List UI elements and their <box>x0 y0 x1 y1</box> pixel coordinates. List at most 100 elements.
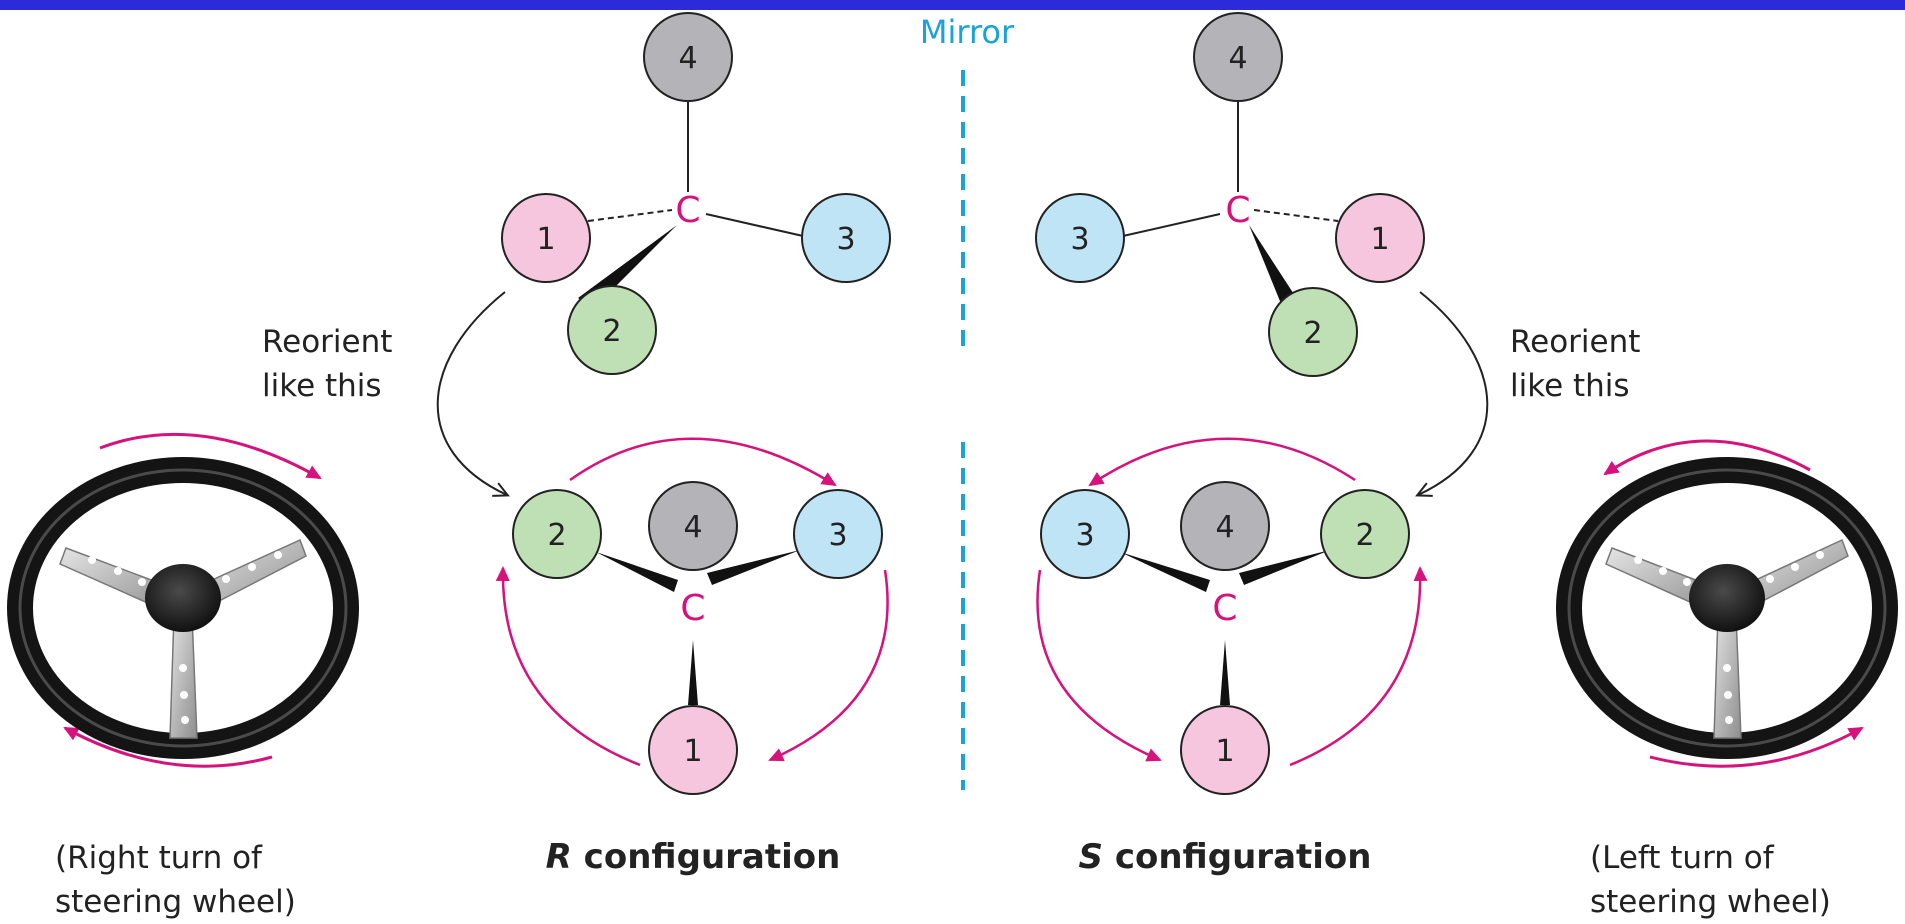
right-wheel-caption-line1: (Left turn of <box>1590 840 1775 876</box>
atom-1 <box>1180 705 1270 795</box>
atom-4-label: 4 <box>683 510 702 545</box>
wedge-bond-2 <box>1239 550 1330 585</box>
atom-4-label: 4 <box>1215 510 1234 545</box>
reorient-label-left-line2: like this <box>262 368 382 404</box>
atom-1-label: 1 <box>1215 734 1234 769</box>
rotation-arrow-top <box>1603 439 1811 476</box>
atom-3-label: 3 <box>1075 518 1094 553</box>
s-configuration-molecule: 4 3 2 1 C <box>1036 437 1428 795</box>
spoke-hole <box>181 716 189 724</box>
left-top-molecule: 4 1 3 2 C <box>501 12 891 375</box>
atom-2-label: 2 <box>1303 316 1322 351</box>
bond-3 <box>1122 213 1221 237</box>
atom-4 <box>648 481 738 571</box>
spoke-hole <box>1724 691 1732 699</box>
spoke-hole <box>1659 567 1667 575</box>
atom-4 <box>1180 481 1270 571</box>
wedge-bond-3 <box>707 550 800 585</box>
right-top-molecule: 4 3 1 2 C <box>1035 12 1425 377</box>
spoke-hole <box>1634 556 1642 564</box>
atom-2-label: 2 <box>547 518 566 553</box>
spoke-hole <box>138 578 146 586</box>
wedge-bond-2 <box>1249 225 1299 311</box>
right-wheel-caption-line2: steering wheel) <box>1590 884 1831 920</box>
spoke-hole <box>88 556 96 564</box>
center-carbon: C <box>1225 190 1250 231</box>
reorient-label-left-line1: Reorient <box>262 324 392 360</box>
bond-3 <box>705 213 804 237</box>
wheel-hub <box>1689 564 1765 632</box>
rotation-arrow-top <box>569 437 837 487</box>
rotation-arrow-bottom <box>63 726 273 768</box>
steering-wheel-left <box>7 432 359 768</box>
center-carbon: C <box>1212 588 1237 629</box>
atom-4 <box>643 12 733 102</box>
atom-1 <box>501 193 591 283</box>
center-carbon: C <box>680 588 705 629</box>
reorient-arrow-left <box>436 291 510 497</box>
r-letter: R <box>546 837 572 877</box>
mirror-label: Mirror <box>920 13 1015 51</box>
s-configuration-label: S configuration <box>1079 837 1372 877</box>
rotation-arrow-right <box>768 569 889 762</box>
spoke-hole <box>1816 551 1824 559</box>
center-carbon: C <box>675 190 700 231</box>
spoke-hole <box>179 664 187 672</box>
wheel-rim-highlight <box>18 468 348 748</box>
wedge-bond-3 <box>1120 552 1210 592</box>
atom-1 <box>1335 193 1425 283</box>
spoke-hole <box>1723 664 1731 672</box>
rotation-arrow-top <box>1088 437 1356 487</box>
s-config-suffix: configuration <box>1103 837 1371 877</box>
dashed-bond-1 <box>587 209 673 222</box>
atom-3 <box>793 489 883 579</box>
atom-2-label: 2 <box>1355 518 1374 553</box>
spoke-hole <box>1766 575 1774 583</box>
spoke-hole <box>1725 716 1733 724</box>
atom-3 <box>801 193 891 283</box>
spoke-hole <box>274 551 282 559</box>
r-configuration-molecule: 4 2 3 1 C <box>495 437 889 795</box>
s-letter: S <box>1079 837 1104 877</box>
spoke-hole <box>1683 578 1691 586</box>
atom-1-label: 1 <box>683 734 702 769</box>
atom-1 <box>648 705 738 795</box>
atom-4 <box>1193 12 1283 102</box>
wheel-hub <box>145 564 221 632</box>
atom-2-label: 2 <box>602 314 621 349</box>
rotation-arrow-right <box>1289 566 1428 767</box>
spoke-hole <box>248 563 256 571</box>
atom-3 <box>1040 489 1130 579</box>
rotation-arrow-bottom <box>1649 726 1864 768</box>
atom-3-label: 3 <box>836 222 855 257</box>
atom-2 <box>512 489 602 579</box>
atom-2 <box>1268 287 1358 377</box>
atom-1-label: 1 <box>536 222 555 257</box>
rotation-arrow-left <box>1036 569 1162 762</box>
left-wheel-caption-line2: steering wheel) <box>55 884 296 920</box>
spoke-hole <box>114 567 122 575</box>
reorient-arrow-right <box>1415 291 1489 497</box>
rotation-arrow-top <box>99 432 322 480</box>
atom-2 <box>567 285 657 375</box>
rotation-arrow-left <box>495 566 641 767</box>
atom-3 <box>1035 193 1125 283</box>
r-config-suffix: configuration <box>572 837 840 877</box>
dashed-bond-1 <box>1253 209 1339 222</box>
spoke-hole <box>1791 563 1799 571</box>
atom-3-label: 3 <box>828 518 847 553</box>
reorient-label-right-line2: like this <box>1510 368 1630 404</box>
wedge-bond-2 <box>596 552 678 592</box>
steering-wheel-right <box>1556 439 1898 768</box>
atom-2 <box>1320 489 1410 579</box>
atom-4-label: 4 <box>1228 41 1247 76</box>
wedge-bond-1 <box>1220 640 1230 705</box>
left-wheel-caption-line1: (Right turn of <box>55 840 263 876</box>
spoke-hole <box>222 575 230 583</box>
atom-4-label: 4 <box>678 41 697 76</box>
r-configuration-label: R configuration <box>546 837 841 877</box>
atom-1-label: 1 <box>1370 222 1389 257</box>
wheel-rim-highlight <box>1567 468 1887 748</box>
spoke-hole <box>180 691 188 699</box>
